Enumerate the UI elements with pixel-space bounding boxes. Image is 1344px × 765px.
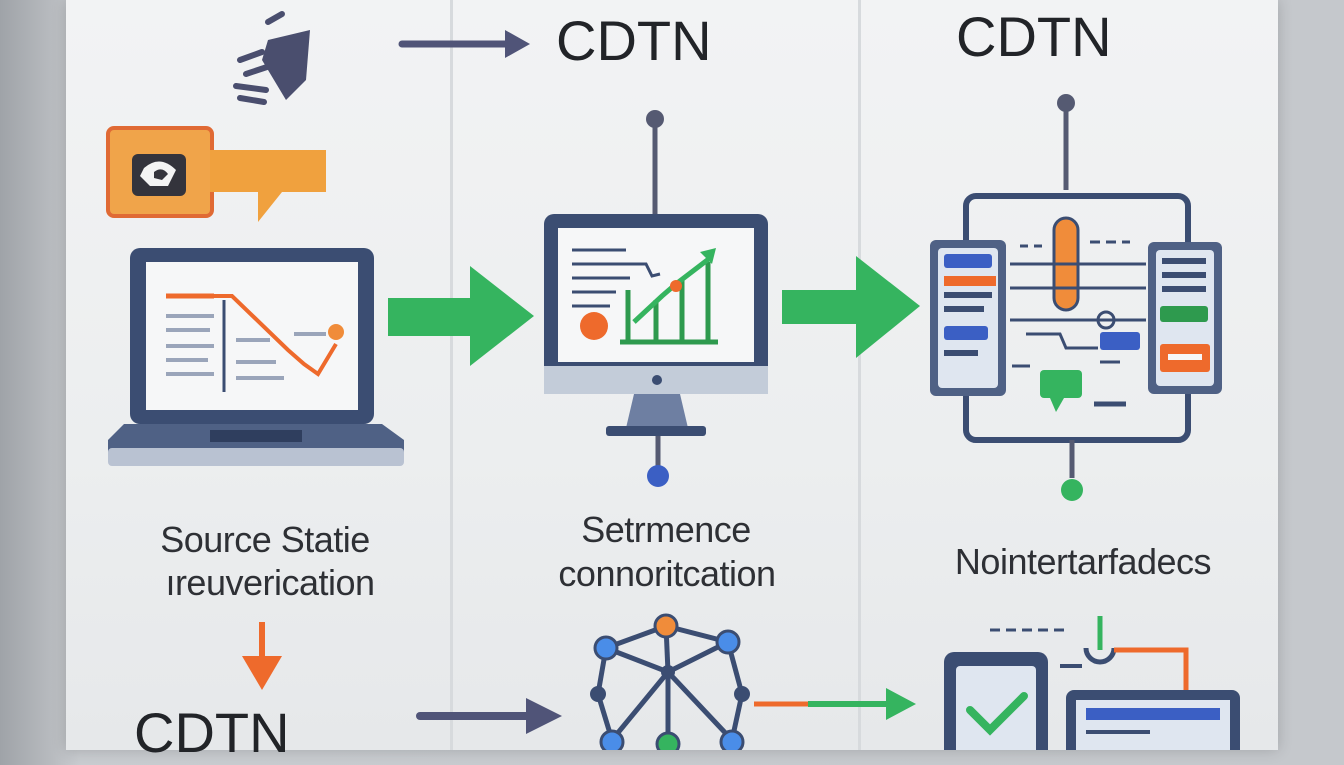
green-arrow-2: [782, 256, 920, 358]
connector-icon: [990, 616, 1189, 690]
network-graph-icon: [590, 613, 750, 750]
caption-middle-line1: Setrmence: [581, 509, 751, 550]
laptop-icon: [108, 248, 404, 466]
monitor-icon: [544, 110, 768, 487]
arrow-bottom: [416, 698, 562, 734]
caption-source-line1: Source Statie: [160, 519, 370, 560]
feather-icon: [233, 11, 310, 105]
caption-middle-line2: connoritcation: [558, 553, 776, 594]
green-arrow-bottom: [754, 688, 916, 720]
column-divider-2: [858, 0, 861, 750]
arrow-top: [398, 30, 530, 58]
caption-source-line2: ıreuverication: [165, 562, 375, 603]
source-card-icon: [106, 126, 326, 222]
heading-bottom-left: CDTN: [134, 701, 290, 764]
green-arrow-1: [388, 266, 534, 366]
browser-window-icon: [1066, 690, 1240, 750]
interface-panel-icon: [930, 94, 1222, 501]
checklist-tablet-icon: [944, 652, 1048, 750]
column-divider-1: [450, 0, 453, 750]
orange-arrow-down: [242, 622, 282, 690]
heading-top-middle: CDTN: [556, 9, 712, 72]
heading-top-right: CDTN: [956, 5, 1112, 68]
caption-right: Nointertarfadecs: [954, 541, 1212, 582]
